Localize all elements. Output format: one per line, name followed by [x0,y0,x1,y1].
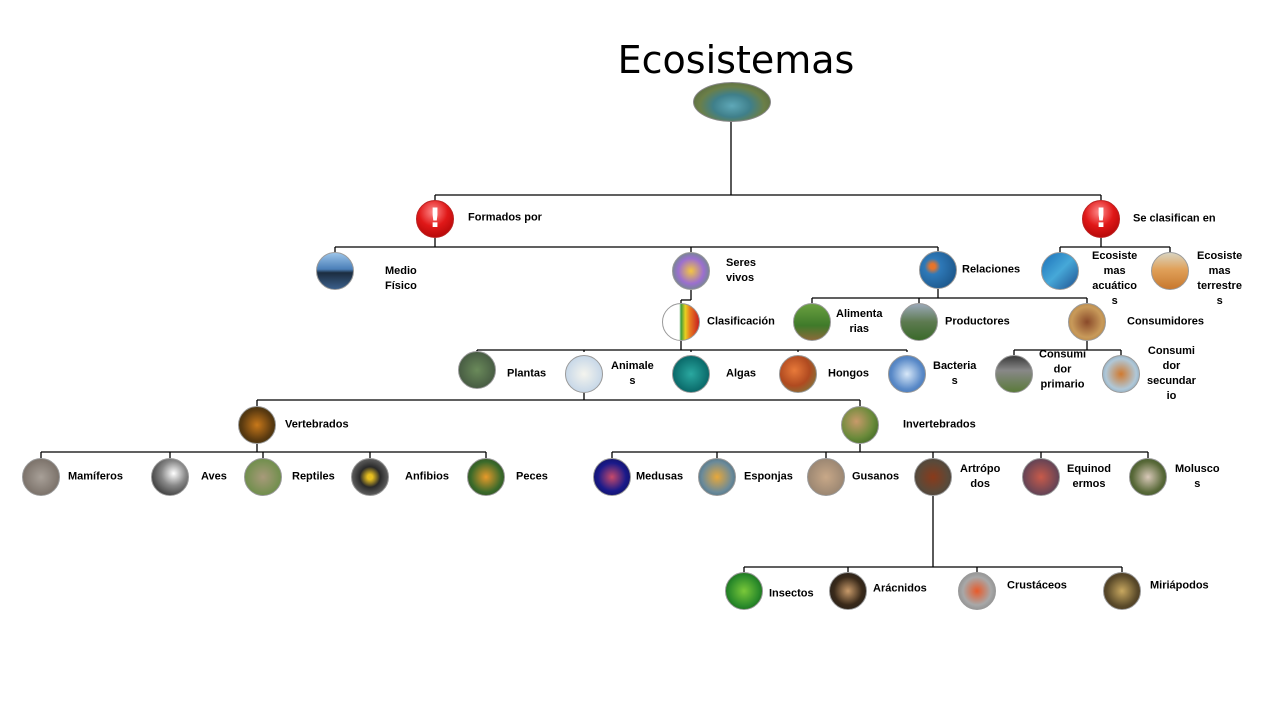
frog-icon [238,406,276,444]
bacteria-icon [888,355,926,393]
sponge-icon [698,458,736,496]
lake-icon [316,252,354,290]
alert-icon [1082,200,1120,238]
cartoon-animals-icon [672,252,710,290]
node-label-alimentarias: Alimenta rias [836,308,883,335]
worm-icon [807,458,845,496]
alert-icon [416,200,454,238]
cat-icon [22,458,60,496]
node-label-vertebrados: Vertebrados [285,418,349,431]
forest-icon [458,351,496,389]
ecosystem-landscape-icon [693,82,771,122]
node-label-relaciones: Relaciones [962,263,1021,276]
node-label-algas: Algas [726,367,756,380]
node-label-clasificacion: Clasificación [707,315,775,328]
eagle-icon [151,458,189,496]
node-label-invertebrados: Invertebrados [903,418,976,431]
starfish-icon [1022,458,1060,496]
centipede-icon [914,458,952,496]
node-label-insectos: Insectos [769,587,814,600]
node-label-peces: Peces [516,470,548,483]
node-label-primario: Consumi dor primario [1039,348,1087,391]
node-label-consumidores: Consumidores [1127,315,1205,328]
turtle-icon [244,458,282,496]
desert-icon [1151,252,1189,290]
grassland-icon [793,303,831,341]
node-label-crustaceos: Crustáceos [1007,579,1067,592]
tiger-icon [1102,355,1140,393]
node-label-hongos: Hongos [828,367,869,380]
chart-icon [662,303,700,341]
node-label-artropodos: Artrópo dos [960,463,1001,490]
clownfish-icon [919,251,957,289]
node-label-equinodermos: Equinod ermos [1067,463,1111,490]
mushroom-icon [779,355,817,393]
snail-icon [1129,458,1167,496]
node-label-bacterias: Bacteria s [933,360,977,387]
polar-bear-icon [565,355,603,393]
millipede-icon [1103,572,1141,610]
node-label-aracnidos: Arácnidos [873,582,927,595]
page-title: Ecosistemas [617,38,855,82]
fish-icon [467,458,505,496]
node-label-clasifican: Se clasifican en [1133,212,1216,225]
node-label-medusas: Medusas [636,470,684,483]
plants-icon [900,303,938,341]
node-label-formados: Formados por [468,211,542,224]
crab-icon [958,572,996,610]
zebra-icon [995,355,1033,393]
node-label-secundario: Consumi dor secundar io [1147,345,1196,402]
node-label-medio: Medio Físico [385,265,417,292]
predator-icon [1068,303,1106,341]
node-label-mamiferos: Mamíferos [68,470,124,483]
node-label-productores: Productores [945,315,1010,328]
node-label-plantas: Plantas [507,367,547,380]
node-label-seres: Seres vivos [726,257,756,284]
node-label-moluscos: Molusco s [1175,463,1220,490]
algae-icon [672,355,710,393]
insect-icon [725,572,763,610]
node-label-anfibios: Anfibios [405,470,449,483]
node-label-gusanos: Gusanos [852,470,900,483]
node-label-animales: Animale s [611,360,654,387]
node-label-acuaticos: Ecosiste mas acuático s [1092,250,1138,307]
node-label-miriapodos: Miriápodos [1150,579,1209,592]
node-label-esponjas: Esponjas [744,470,793,483]
node-label-reptiles: Reptiles [292,470,335,483]
spider-icon [829,572,867,610]
node-label-aves: Aves [201,470,227,483]
node-label-terrestres: Ecosiste mas terrestre s [1197,250,1243,307]
ocean-icon [1041,252,1079,290]
salamander-icon [351,458,389,496]
snail-icon [841,406,879,444]
jellyfish-icon [593,458,631,496]
